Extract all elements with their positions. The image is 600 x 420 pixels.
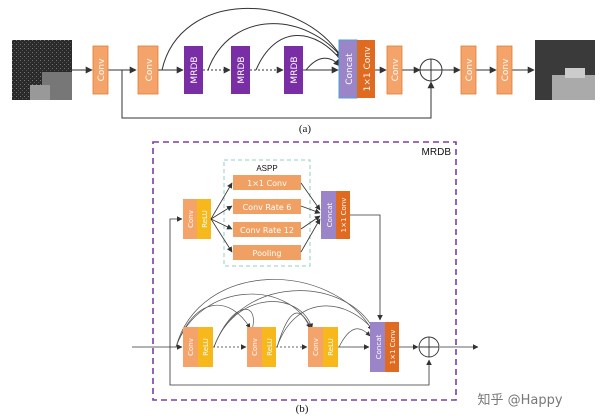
b-top-relu-block	[197, 199, 211, 239]
b-top-concat-label: Concat	[326, 203, 334, 228]
aspp-item-pooling-label: Pooling	[253, 249, 282, 258]
b-relu1-label: ReLU	[202, 338, 210, 356]
b-top-concat-block	[321, 191, 336, 239]
a-conv3-label: Conv	[391, 58, 401, 81]
aspp-item-1x1conv	[233, 175, 301, 190]
b-top-relu-label: ReLU	[201, 210, 209, 228]
b-concat-block	[370, 322, 385, 372]
b-top-1x1conv-block	[336, 191, 350, 239]
aspp-item-rate12	[233, 222, 301, 237]
input-image	[12, 40, 72, 100]
aspp-item-rate6-label: Conv Rate 6	[243, 203, 292, 212]
b-relu2-label: ReLU	[266, 338, 274, 356]
caption-a: (a)	[299, 123, 312, 135]
b-conv3-label: Conv	[312, 338, 320, 356]
a-conv2-block	[137, 45, 159, 95]
aspp-item-rate6	[233, 199, 301, 214]
a-mrdb3-label: MRDB	[290, 56, 300, 83]
a-1x1conv-block	[357, 40, 375, 98]
b-conv2-label: Conv	[251, 338, 259, 356]
a-mrdb1-label: MRDB	[190, 56, 200, 83]
aspp-item-pooling	[233, 245, 301, 260]
aspp-item-rate12-label: Conv Rate 12	[240, 226, 294, 235]
a-conv3-block	[386, 45, 403, 95]
output-image	[535, 40, 595, 100]
b-relu2-block	[262, 327, 276, 367]
a-conv5-block	[496, 45, 513, 95]
a-conv1-label: Conv	[97, 58, 107, 81]
a-conv5-label: Conv	[501, 58, 511, 81]
a-mrdb3-block	[284, 46, 303, 94]
b-top-1x1conv-label: 1×1 Conv	[340, 198, 348, 233]
aspp-items: 1×1 Conv Conv Rate 6 Conv Rate 12 Poolin…	[233, 175, 301, 260]
b-conv1-label: Conv	[187, 338, 195, 356]
a-concat-label: Concat	[345, 53, 355, 85]
mrdb-boundary	[152, 141, 457, 401]
a-conv4-block	[460, 45, 477, 95]
b-top-conv-label: Conv	[187, 210, 195, 228]
a-conv4-label: Conv	[465, 58, 475, 81]
a-mrdb2-label: MRDB	[237, 56, 247, 83]
b-relu1-block	[198, 327, 213, 367]
aspp-boundary	[223, 159, 311, 267]
b-1x1conv-label: 1×1 Conv	[389, 330, 397, 365]
b-relu3-block	[323, 327, 338, 367]
b-conv2-block	[247, 327, 262, 367]
aspp-title: ASPP	[256, 164, 277, 173]
a-mrdb2-block	[231, 46, 250, 94]
a-1x1conv-label: 1×1 Conv	[363, 46, 373, 91]
a-conv1-block	[92, 45, 109, 95]
a-mrdb1-block	[184, 46, 203, 94]
b-top-conv-block	[183, 199, 197, 239]
b-relu3-label: ReLU	[327, 338, 335, 356]
watermark: 知乎 @Happy	[477, 392, 562, 408]
panel-a: Conv Conv MRDB MRDB MRDB Concat 1×1 Conv…	[12, 7, 595, 135]
caption-b: (b)	[296, 403, 309, 415]
b-conv3-block	[308, 327, 323, 367]
b-concat-label: Concat	[375, 335, 383, 360]
aspp-item-1x1conv-label: 1×1 Conv	[247, 179, 287, 188]
b-1x1conv-block	[385, 322, 399, 372]
a-conv2-label: Conv	[145, 58, 155, 81]
panel-b: MRDB ASPP 1×1 Conv Conv Rate 6 Conv Rate…	[132, 141, 479, 415]
mrdb-title: MRDB	[422, 147, 452, 158]
b-conv1-block	[183, 327, 198, 367]
